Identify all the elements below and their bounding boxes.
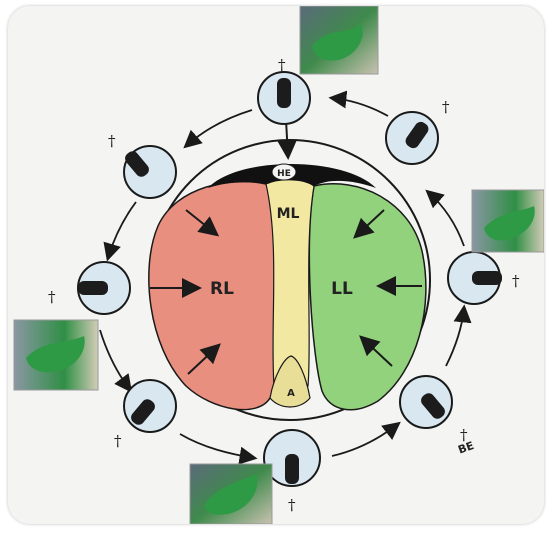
scope-mark: † <box>442 98 450 116</box>
photo-bottom <box>190 464 272 524</box>
scope-mark: † <box>512 272 520 290</box>
label-left-lobe: LL <box>331 279 353 299</box>
lung-circle <box>149 140 430 420</box>
label-top-band: HE <box>277 169 291 179</box>
scope-mark: † <box>288 496 296 514</box>
label-bottom-notch: A <box>287 388 295 399</box>
rotation-diagram: HE ML RL LL A <box>8 6 544 524</box>
scope-port <box>124 380 176 432</box>
photo-left <box>14 320 98 390</box>
scope-mark: † <box>48 288 56 306</box>
scope-port <box>448 252 502 304</box>
scope-mark: † <box>108 132 116 150</box>
photo-right <box>472 190 544 252</box>
scope-mark: † <box>114 432 122 450</box>
scope-port <box>258 72 310 124</box>
scope-port <box>123 146 176 198</box>
figure-frame: HE ML RL LL A <box>8 6 544 524</box>
scope-mark: † <box>278 56 286 74</box>
label-middle-lobe: ML <box>277 206 300 222</box>
scope-port <box>400 376 452 428</box>
photo-top <box>300 6 378 74</box>
scope-port <box>386 112 438 164</box>
label-right-lobe: RL <box>210 279 234 299</box>
scope-port <box>78 262 130 314</box>
